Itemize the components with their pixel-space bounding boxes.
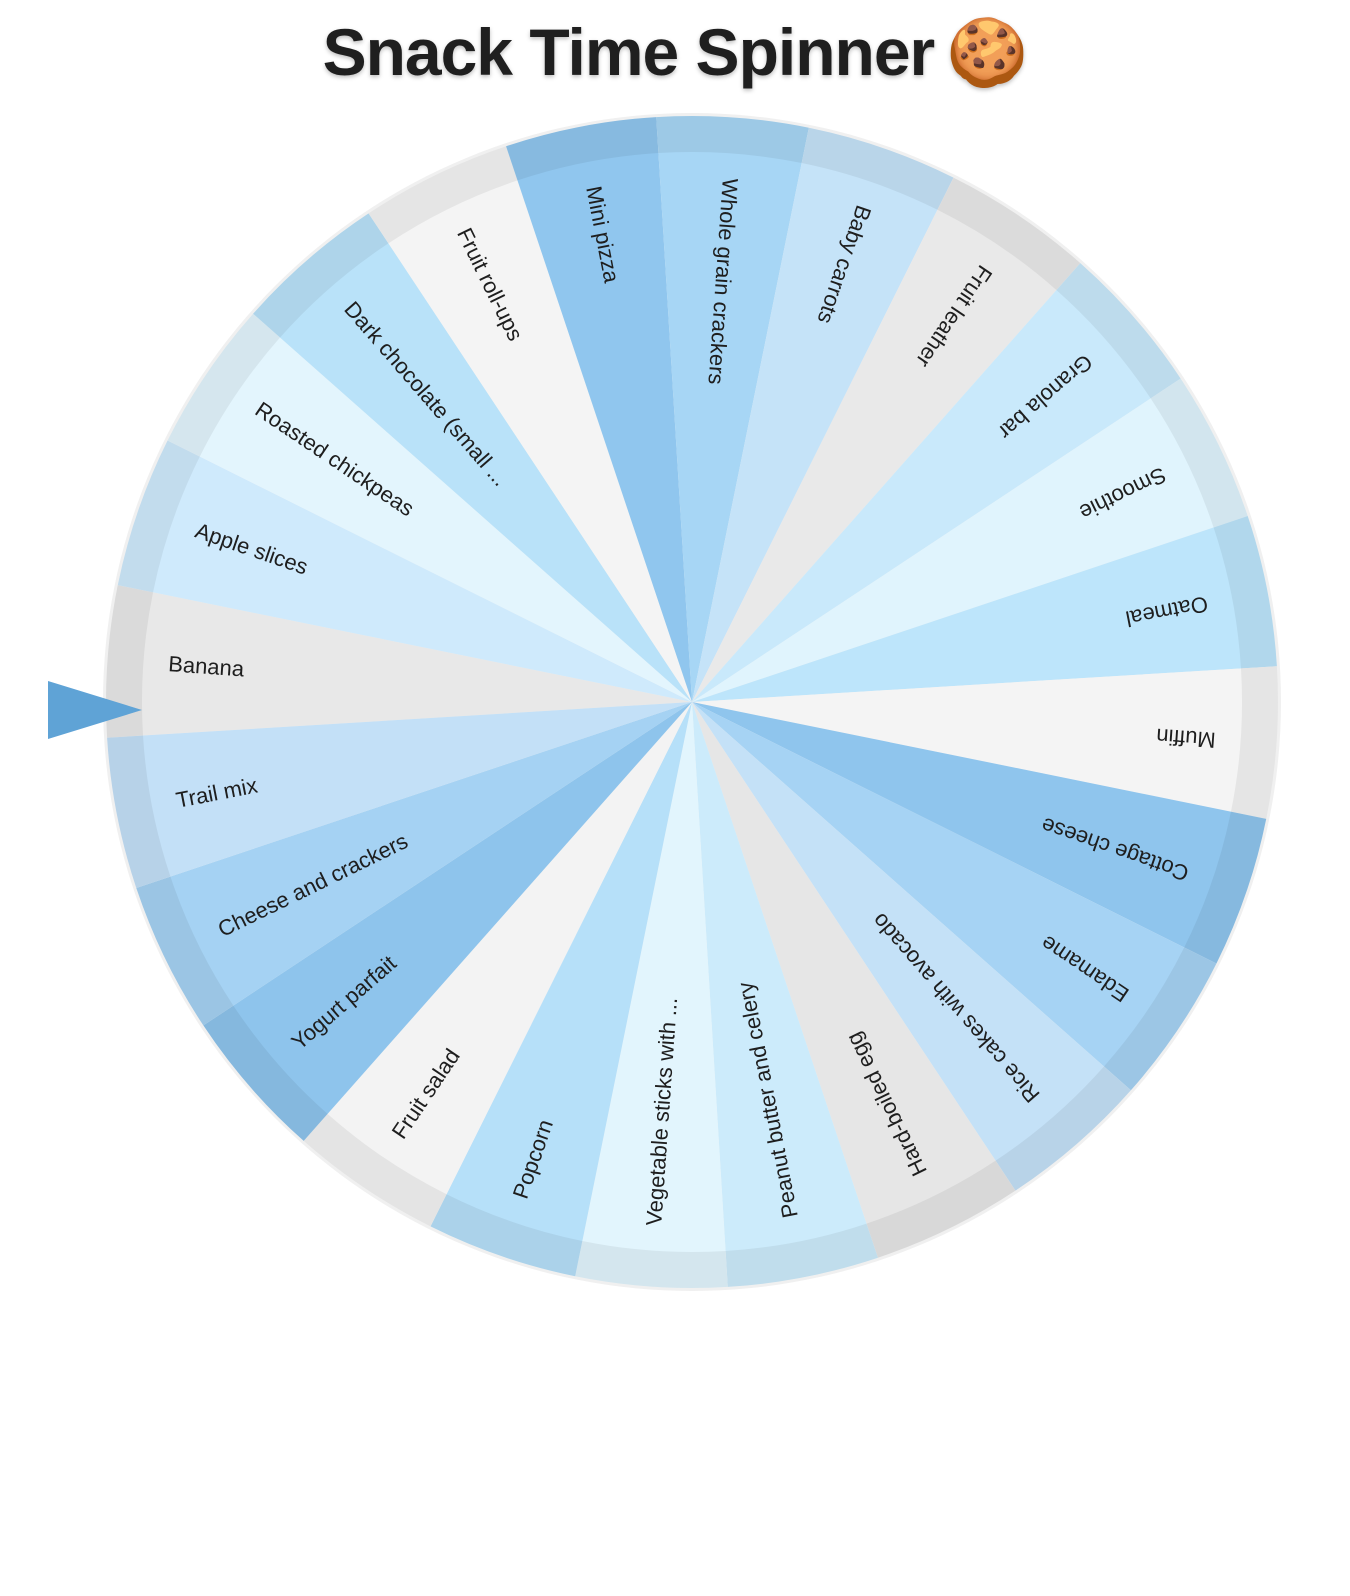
wheel-segment-rim bbox=[117, 440, 200, 593]
wheel-segment[interactable] bbox=[692, 702, 1016, 1258]
triangle-pointer-icon bbox=[48, 681, 142, 739]
wheel-segment-rim bbox=[430, 1194, 583, 1277]
wheel-segment[interactable] bbox=[203, 702, 693, 1141]
wheel-segment[interactable] bbox=[692, 378, 1248, 702]
wheel-segment-rim bbox=[866, 1160, 1016, 1258]
wheel-segment[interactable] bbox=[253, 213, 693, 703]
wheel-segment[interactable] bbox=[136, 702, 692, 1026]
wheel-segment-rim bbox=[575, 1240, 728, 1288]
wheel-segment[interactable] bbox=[107, 702, 692, 888]
wheel-segment-rim bbox=[1184, 811, 1267, 964]
wheel-segment[interactable] bbox=[430, 702, 692, 1277]
wheel-segment[interactable] bbox=[167, 313, 692, 702]
wheel-segment-rim bbox=[203, 1005, 328, 1141]
wheel-segment-rim bbox=[725, 1223, 878, 1287]
wheel-segment-rim bbox=[656, 116, 809, 164]
wheel-segment[interactable] bbox=[692, 702, 878, 1287]
wheel-segment-rim bbox=[1150, 378, 1248, 528]
title-text: Snack Time Spinner bbox=[322, 15, 936, 89]
wheel-segment[interactable] bbox=[656, 116, 809, 703]
wheel-segment-rim bbox=[506, 117, 659, 181]
wheel-segment-rim bbox=[107, 735, 171, 888]
wheel-segment[interactable] bbox=[692, 263, 1181, 702]
wheel-segment[interactable] bbox=[106, 585, 692, 738]
wheel-segment[interactable] bbox=[506, 117, 692, 702]
wheel-segment-rim bbox=[167, 313, 281, 457]
wheel-segment[interactable] bbox=[117, 440, 693, 702]
wheel-segment[interactable] bbox=[692, 127, 954, 703]
wheel-segment-rim bbox=[1230, 666, 1278, 819]
page-title: Snack Time Spinner🍪 bbox=[0, 14, 1350, 92]
wheel-segment-rim bbox=[937, 177, 1081, 291]
wheel-segment-label: Muffin bbox=[1155, 724, 1216, 753]
wheel-segment[interactable] bbox=[692, 177, 1081, 702]
wheel-segment-rim bbox=[253, 213, 389, 338]
wheel-segment[interactable] bbox=[692, 702, 1267, 964]
wheel-segment-rim bbox=[303, 1113, 447, 1227]
wheel-segment[interactable] bbox=[692, 666, 1278, 819]
wheel-segment[interactable] bbox=[368, 146, 692, 702]
wheel-segment-rim bbox=[995, 1066, 1131, 1191]
wheel-segment-rim bbox=[368, 146, 518, 244]
wheel-segment-rim bbox=[1056, 263, 1181, 399]
wheel-segment[interactable] bbox=[692, 702, 1217, 1091]
wheel-segment-rim bbox=[1213, 516, 1277, 669]
cookie-icon: 🍪 bbox=[946, 14, 1028, 91]
wheel-segment-rim bbox=[1103, 947, 1217, 1091]
wheel-segment-rim bbox=[106, 585, 154, 738]
wheel-segment-rim bbox=[801, 127, 954, 210]
wheel-segment[interactable] bbox=[692, 516, 1277, 702]
wheel-segment[interactable] bbox=[575, 702, 728, 1288]
wheel-segment[interactable] bbox=[303, 702, 692, 1227]
wheel-segment[interactable] bbox=[692, 702, 1131, 1191]
wheel-segment-label: Banana bbox=[168, 651, 246, 681]
wheel-segment-rim bbox=[136, 876, 234, 1026]
